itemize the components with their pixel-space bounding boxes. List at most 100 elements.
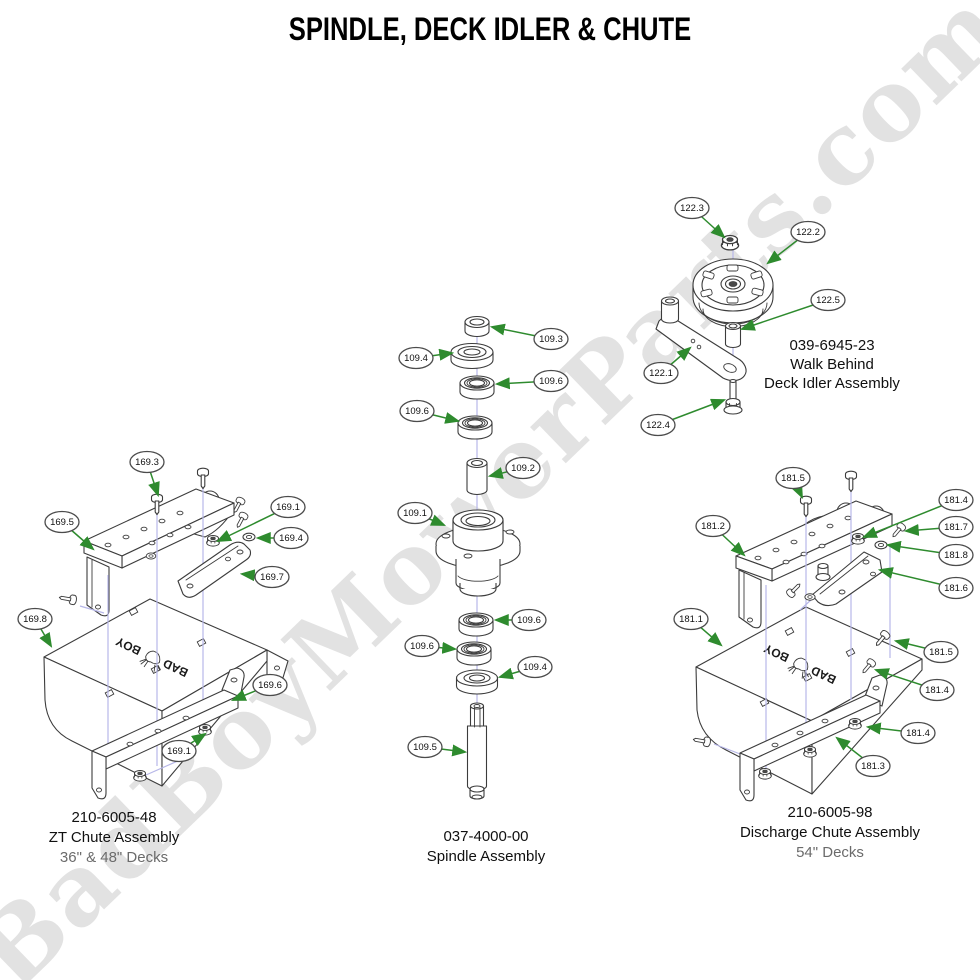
callout-label: 169.5 <box>50 517 74 528</box>
callout-bubble <box>938 515 974 539</box>
idler-bolt <box>723 378 743 415</box>
callout-label: 181.6 <box>944 583 968 594</box>
callout-122.3: 122.3 <box>674 196 726 239</box>
callout-label: 122.4 <box>646 420 670 431</box>
callout-label: 181.5 <box>929 647 953 658</box>
callout-109.2: 109.2 <box>487 456 541 480</box>
hex-nut <box>206 535 220 547</box>
callout-bubble <box>919 678 955 702</box>
callout-169.8: 169.8 <box>17 607 53 648</box>
hex-nut <box>198 724 212 736</box>
callout-bubble <box>673 607 709 631</box>
callout-label: 181.7 <box>944 522 968 533</box>
mounting-strip <box>739 674 888 802</box>
callout-label: 109.6 <box>410 641 434 652</box>
callout-label: 109.4 <box>523 662 547 673</box>
upper-seal <box>450 342 494 370</box>
callout-169.6: 169.6 <box>230 673 288 701</box>
screw <box>58 592 78 606</box>
callout-bubble <box>533 327 569 351</box>
callout-122.1: 122.1 <box>643 346 692 385</box>
discharge-chute-part-number: 210-6005-98 <box>787 804 873 821</box>
spindle-name: Spindle Assembly <box>426 848 546 865</box>
callout-label: 109.3 <box>539 334 563 345</box>
callouts-layer: 169.3 169.5 169.1 169.4 169.7 169.8 169.6 169.1… <box>17 196 974 778</box>
callout-bubble <box>397 501 433 525</box>
rail-end-plate <box>738 569 762 629</box>
zt-chute-assembly-label: 210-6005-48 ZT Chute Assembly 36" & 48" … <box>49 808 180 868</box>
callout-109.6: 109.6 <box>493 608 547 632</box>
page-title: SPINDLE, DECK IDLER & CHUTE <box>288 11 692 47</box>
callout-label: 181.2 <box>701 521 725 532</box>
hex-nut <box>758 768 772 780</box>
hex-nut <box>851 533 865 545</box>
callout-label: 122.1 <box>649 368 673 379</box>
callout-label: 169.4 <box>279 533 303 544</box>
callout-label: 181.1 <box>679 614 703 625</box>
bearing <box>458 612 494 637</box>
callout-label: 169.1 <box>276 502 300 513</box>
callout-label: 181.4 <box>944 495 968 506</box>
callout-181.2: 181.2 <box>695 514 746 557</box>
callout-bubble <box>44 510 80 534</box>
discharge-chute-assembly-label: 210-6005-98 Discharge Chute Assembly 54"… <box>740 803 920 863</box>
callout-109.6: 109.6 <box>404 634 458 658</box>
callout-122.5: 122.5 <box>739 288 846 331</box>
top-cap-seal <box>464 315 490 338</box>
callout-bubble <box>407 735 443 759</box>
callout-169.1: 169.1 <box>215 495 306 542</box>
callout-bubble <box>810 288 846 312</box>
callout-169.3: 169.3 <box>129 450 165 498</box>
mounting-rail <box>735 500 893 629</box>
callout-label: 109.1 <box>403 508 427 519</box>
deck-idler-assembly-label: 039-6945-23 Walk Behind Deck Idler Assem… <box>764 336 900 393</box>
callout-label: 181.4 <box>925 685 949 696</box>
callout-109.1: 109.1 <box>397 501 447 526</box>
rail-end-plate <box>86 556 110 617</box>
callout-label: 181.5 <box>781 473 805 484</box>
callout-bubble <box>398 346 434 370</box>
lower-seal <box>455 669 499 695</box>
callout-bubble <box>640 413 676 437</box>
deck-idler-part-number: 039-6945-23 <box>789 337 875 354</box>
zt-chute-name: ZT Chute Assembly <box>48 829 180 846</box>
callout-169.5: 169.5 <box>44 510 95 551</box>
idler-spacer <box>724 321 742 349</box>
hex-nut <box>133 770 147 782</box>
callout-181.5: 181.5 <box>775 466 811 500</box>
flange-nut <box>720 234 740 251</box>
callout-bubble <box>695 514 731 538</box>
washer <box>874 540 888 550</box>
callout-bubble <box>129 450 165 474</box>
callout-label: 109.2 <box>511 463 535 474</box>
callout-label: 181.8 <box>944 550 968 561</box>
callout-122.2: 122.2 <box>766 220 826 265</box>
idler-pulley <box>692 258 774 327</box>
callout-bubble <box>938 576 974 600</box>
hex-nut <box>848 718 862 730</box>
zt-chute-deck-size: 36" & 48" Decks <box>59 849 169 866</box>
screw <box>196 467 210 490</box>
callout-bubble <box>674 196 710 220</box>
deck-idler-name-line1: Walk Behind <box>790 356 874 373</box>
washer <box>242 532 256 542</box>
callout-181.6: 181.6 <box>877 567 974 600</box>
callout-label: 109.5 <box>413 742 437 753</box>
mounting-rail <box>83 488 235 617</box>
callout-169.1: 169.1 <box>161 732 207 763</box>
zt-chute-part-number: 210-6005-48 <box>71 809 157 826</box>
carriage-bolt <box>784 580 804 600</box>
callout-label: 169.6 <box>258 680 282 691</box>
callout-label: 169.7 <box>260 572 284 583</box>
callout-label: 169.3 <box>135 457 159 468</box>
callout-109.6: 109.6 <box>399 399 461 424</box>
callout-bubble <box>273 526 309 550</box>
discharge-chute-name: Discharge Chute Assembly <box>739 824 921 841</box>
support-bracket <box>811 551 883 607</box>
callout-label: 109.4 <box>404 353 428 364</box>
mounting-strip <box>91 667 245 800</box>
callout-bubble <box>399 399 435 423</box>
washer <box>145 552 157 560</box>
